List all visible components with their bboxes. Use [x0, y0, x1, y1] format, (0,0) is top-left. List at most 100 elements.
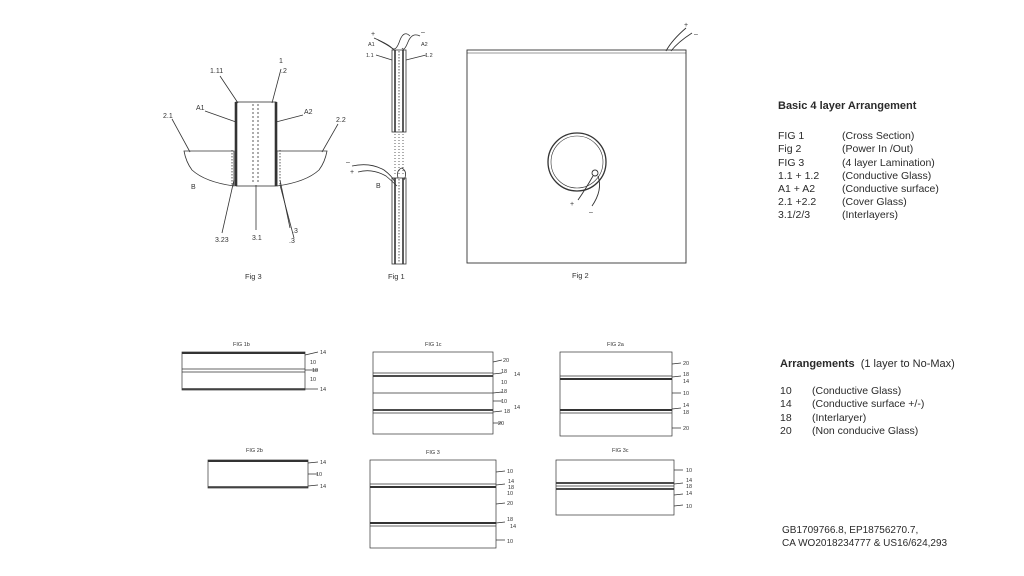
- fig2-minus-top: –: [694, 31, 698, 38]
- legend-row: 18 (Interlaryer): [780, 412, 955, 425]
- fig2-caption: Fig 2: [572, 271, 589, 280]
- legend-row: A1 + A2 (Conductive surface): [778, 183, 939, 196]
- fig1-labels: + – A1 A2 1.1 1.2 – + B Fig 1: [346, 29, 433, 281]
- label-2-2: 2.2: [336, 117, 346, 124]
- label-a1: A1: [196, 105, 205, 112]
- fig1c-label-8: 18: [504, 409, 510, 415]
- legend-row: FIG 3(4 layer Lamination): [778, 157, 939, 170]
- label-3b: .3: [289, 238, 295, 245]
- fig3-labels: 1.11 1 .2 A1 A2 2.1 2.2 B 3.23 3.1 .3 .3…: [163, 58, 346, 281]
- legend-code: 18: [780, 411, 792, 424]
- patent-line-1: GB1709766.8, EP18756270.7,: [782, 525, 919, 536]
- fig3-small-label-6: 18: [507, 517, 513, 523]
- legend-desc: (Interlaryer): [812, 411, 867, 424]
- legend-row: 1.1 + 1.2 (Conductive Glass): [778, 170, 939, 183]
- fig1b-label-4: 10: [310, 377, 316, 383]
- fig3-small-label-7: 14: [510, 524, 516, 530]
- fig3-small-label-3: 18: [508, 485, 514, 491]
- legend-desc: (Conductive surface): [842, 183, 939, 196]
- fig2-plus-top: +: [684, 22, 688, 29]
- label-2-1: 2.1: [163, 113, 173, 120]
- glass-upper: [391, 49, 407, 133]
- legend-code: 3.1/2/3: [778, 209, 811, 222]
- label-1: 1: [279, 58, 283, 65]
- fig3c-label-4: 14: [686, 491, 692, 497]
- terminal-ring: [547, 132, 607, 192]
- glass-lower: [391, 177, 407, 265]
- label-3a: .3: [292, 228, 298, 235]
- legend-row: 14(Conductive surface +/-): [780, 398, 955, 411]
- fig3c-label-1: 10: [686, 468, 692, 474]
- fig3-small-label-4: 10: [507, 491, 513, 497]
- legend-code: A1 + A2: [778, 183, 816, 196]
- label-b: B: [191, 184, 196, 191]
- legend-code: 10: [780, 385, 792, 398]
- glass-pane: [466, 49, 687, 264]
- fig2b-caption: FIG 2b: [246, 448, 263, 454]
- legend-row: 10 (Conductive Glass): [780, 385, 955, 398]
- fig1c-label-5: 18: [501, 389, 507, 395]
- fig1c-caption: FIG 1c: [425, 342, 442, 348]
- legend-row: 20 (Non conducive Glass): [780, 425, 955, 438]
- fig3c-label-5: 10: [686, 504, 692, 510]
- legend-desc: (Conductive Glass): [812, 385, 902, 398]
- legend-row: 2.1 +2.2(Cover Glass): [778, 196, 939, 209]
- fig1-plus-top: +: [371, 31, 375, 38]
- legend-desc: (Cover Glass): [842, 196, 907, 209]
- legend-row: Fig 2(Power In /Out): [778, 143, 939, 156]
- fig2a-label-3: 14: [683, 379, 689, 385]
- arrangements-subtitle: (1 layer to No-Max): [860, 358, 955, 370]
- legend-desc: (Interlayers): [842, 209, 899, 222]
- fig1c-label-7: 14: [514, 405, 520, 411]
- fig1c-label-4: 10: [501, 380, 507, 386]
- fig3c-label-3: 18: [686, 484, 692, 490]
- fig2b-label-2: 10: [316, 472, 322, 478]
- fig2-minus-ring: –: [589, 209, 593, 216]
- fig2a-label-7: 20: [683, 426, 689, 432]
- arrangement-labels: FIG 1b 14 10 18 10 14 FIG 1c 20 18 14 10…: [233, 342, 692, 545]
- legend-desc: (Cross Section): [842, 130, 915, 143]
- fig3-caption: Fig 3: [245, 272, 262, 281]
- fig1c-label-3: 14: [514, 372, 520, 378]
- label-2: .2: [281, 68, 287, 75]
- patent-line-2: CA WO2018234777 & US16/624,293: [782, 538, 948, 549]
- fig1c-label-2: 18: [501, 369, 507, 375]
- fig2b-label-3: 14: [320, 484, 326, 490]
- cover-glass-right: [276, 150, 328, 187]
- fig1-cross-section: [351, 33, 427, 265]
- fig1b-label-3: 18: [312, 368, 318, 374]
- fig1-label-b: B: [376, 183, 381, 190]
- fig3-small-stack: [369, 459, 497, 549]
- fig2a-label-2: 18: [683, 372, 689, 378]
- legend-desc: (Non conducive Glass): [812, 424, 919, 437]
- fig1c-label-6: 10: [501, 399, 507, 405]
- fig2-plus-ring: +: [570, 201, 574, 208]
- label-3-1: 3.1: [252, 235, 262, 242]
- fig1-minus-mid: –: [346, 159, 350, 166]
- fig2-power: [466, 27, 693, 264]
- fig1b-label-1: 14: [320, 350, 326, 356]
- legend-code: FIG 1: [778, 130, 805, 143]
- fig1-label-a1: A1: [368, 42, 375, 48]
- cover-glass-left: [183, 150, 235, 187]
- legend-arrangements-title: Arrangements (1 layer to No-Max): [780, 358, 955, 371]
- legend-desc: (Conductive surface +/-): [812, 398, 925, 411]
- fig1b-caption: FIG 1b: [233, 342, 250, 348]
- legend-basic-title: Basic 4 layer Arrangement: [778, 100, 917, 112]
- label-1-11: 1.11: [210, 68, 223, 75]
- fig1c-label-1: 20: [503, 358, 509, 364]
- legend-arrangements: Arrangements (1 layer to No-Max) 10 (Cond…: [780, 358, 955, 438]
- fig3-lamination: [171, 68, 339, 239]
- fig3-small-label-2: 14: [508, 479, 514, 485]
- fig2-labels: + – + – Fig 2: [570, 22, 698, 280]
- fig2a-label-5: 14: [683, 403, 689, 409]
- patent-references: GB1709766.8, EP18756270.7, CA WO20182347…: [782, 524, 947, 550]
- fig1b-label-2: 10: [310, 360, 316, 366]
- legend-code: 20: [780, 424, 792, 437]
- legend-code: 1.1 + 1.2: [778, 169, 820, 182]
- legend-desc: (Conductive Glass): [842, 169, 932, 182]
- fig2a-label-4: 10: [683, 391, 689, 397]
- fig2b-stack: [207, 459, 309, 489]
- fig3c-label-2: 14: [686, 478, 692, 484]
- fig1-plus-mid: +: [350, 169, 354, 176]
